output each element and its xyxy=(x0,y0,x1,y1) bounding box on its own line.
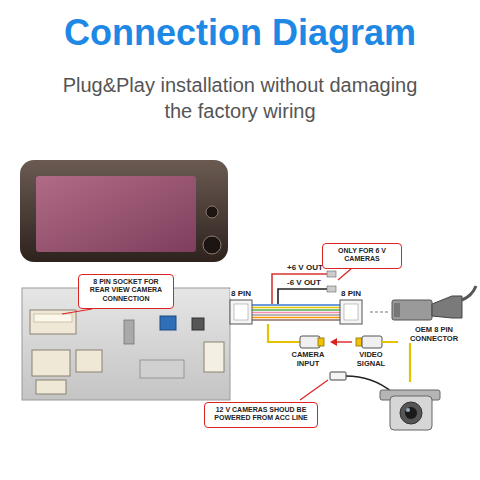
pin-label: 8 PIN xyxy=(230,289,252,298)
callout-box: 8 PIN SOCKET FOR REAR VIEW CAMERA CONNEC… xyxy=(78,274,174,309)
voltage-label: -6 V OUT xyxy=(286,278,322,287)
diagram-title: Connection Diagram xyxy=(0,12,480,54)
callout-text: 12 V CAMERAS SHOUD BE POWERED FROM ACC L… xyxy=(209,406,313,423)
signal-label: VIDEO SIGNAL xyxy=(348,351,394,368)
rear-camera xyxy=(380,390,440,430)
oem-connector xyxy=(392,286,476,320)
connector-label: OEM 8 PIN CONNECTOR xyxy=(398,326,470,343)
pin-label: 8 PIN xyxy=(340,289,362,298)
callout-text: 8 PIN SOCKET FOR REAR VIEW CAMERA CONNEC… xyxy=(83,278,169,303)
video-cable xyxy=(268,324,410,382)
head-unit-front xyxy=(20,160,228,262)
leader-line xyxy=(62,309,92,314)
callout-box: ONLY FOR 6 V CAMERAS xyxy=(322,243,402,269)
voltage-label: +6 V OUT xyxy=(286,263,324,272)
wiring-harness xyxy=(230,300,388,324)
port-label: CAMERA INPUT xyxy=(286,351,330,368)
callout-text: ONLY FOR 6 V CAMERAS xyxy=(327,247,397,264)
subtitle: Plug&Play installation without damaging … xyxy=(60,72,420,124)
callout-box: 12 V CAMERAS SHOUD BE POWERED FROM ACC L… xyxy=(204,402,318,428)
six-volt-wires xyxy=(272,268,352,304)
camera-power xyxy=(300,372,392,400)
